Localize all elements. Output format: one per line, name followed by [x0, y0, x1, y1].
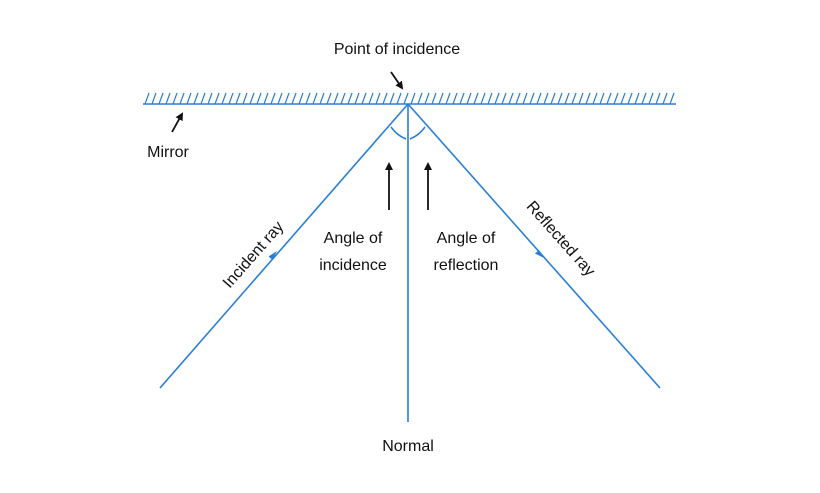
- angle-of-reflection-label-line1: Angle of: [437, 230, 496, 247]
- mirror-hatching: [144, 92, 675, 105]
- incident-ray-arrowhead: [268, 251, 277, 260]
- incident-ray-line: [159, 103, 409, 389]
- angle-of-reflection-label-line2: reflection: [434, 257, 499, 274]
- angle-of-incidence-arc: [390, 126, 407, 140]
- reflected-ray-label: Reflected ray: [523, 198, 598, 280]
- angle-of-incidence-label-line2: incidence: [319, 257, 387, 274]
- angle-of-incidence-label-line1: Angle of: [324, 230, 383, 247]
- point-of-incidence-label: Point of incidence: [334, 41, 460, 58]
- mirror-pointer: [171, 112, 183, 133]
- reflected-ray-arrowhead: [535, 250, 544, 258]
- angle-of-reflection-arc: [409, 126, 426, 140]
- reflected-ray-line: [407, 103, 661, 389]
- point-of-incidence-pointer: [390, 71, 404, 90]
- normal-label: Normal: [382, 438, 434, 455]
- mirror: [143, 92, 676, 105]
- mirror-label: Mirror: [147, 144, 189, 161]
